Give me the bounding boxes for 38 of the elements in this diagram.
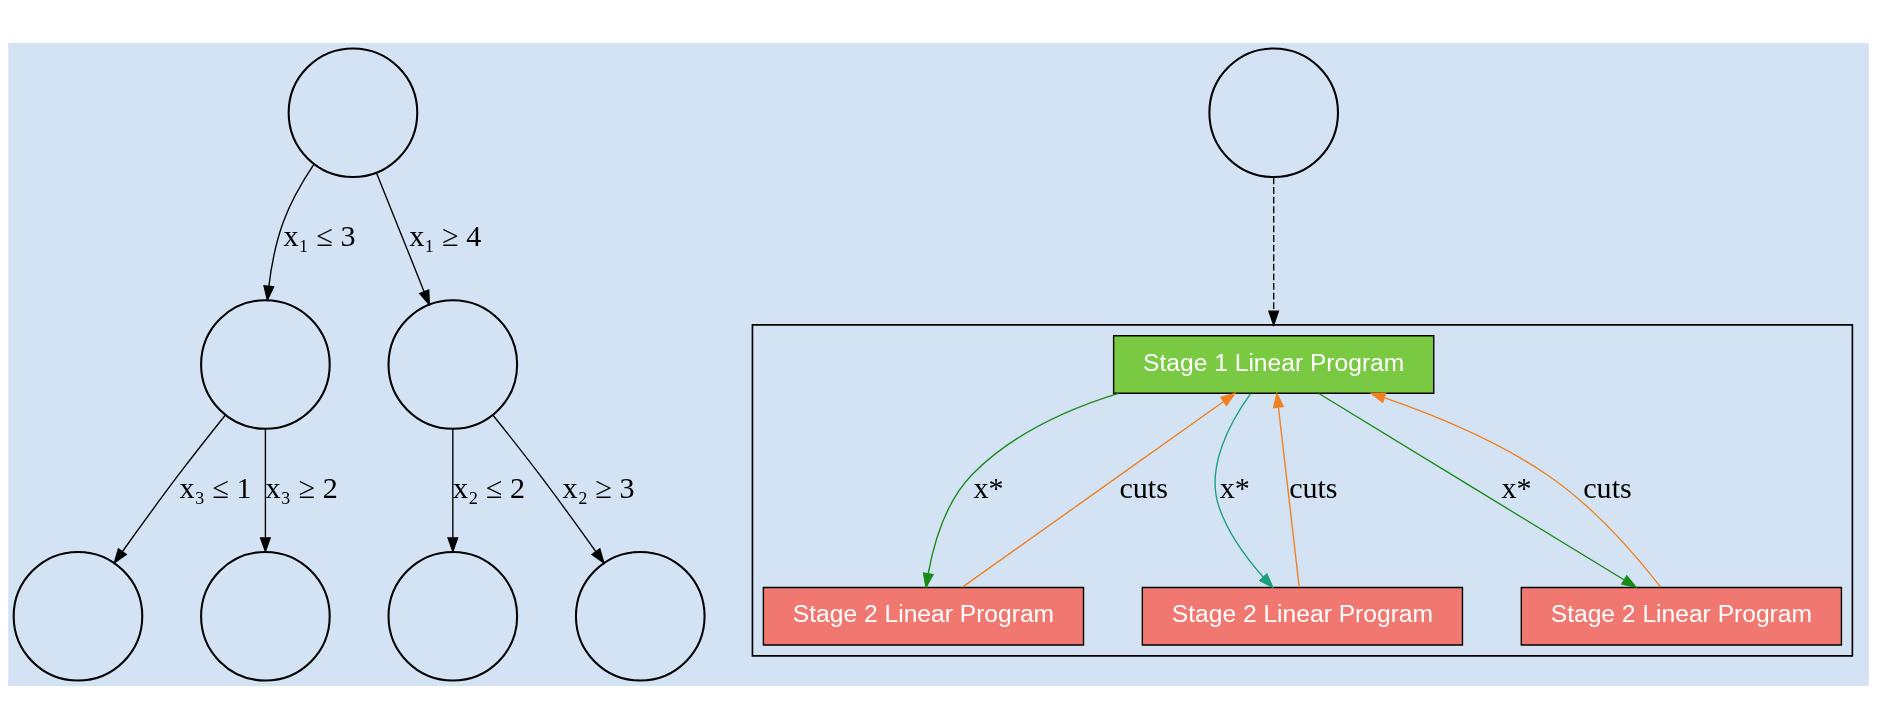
arrow [375, 171, 431, 306]
edge-label: x₂ ≥ 3 [562, 470, 635, 505]
cluster [751, 323, 1854, 657]
edge-label: x* [1219, 470, 1250, 505]
node-box: Stage 1 Linear Program [1112, 334, 1435, 394]
arrow [1318, 392, 1638, 588]
edge-label: cuts [1119, 470, 1168, 505]
arrow [447, 428, 459, 554]
edge-label: x₁ ≥ 4 [409, 218, 482, 253]
node-box: Stage 2 Linear Program [1141, 586, 1464, 646]
edge-label: x₁ ≤ 3 [283, 218, 356, 253]
arrow [263, 163, 315, 302]
edge-label: x* [1501, 470, 1532, 505]
node-circle [1208, 46, 1339, 178]
node-box: Stage 2 Linear Program [1520, 586, 1843, 646]
edge-label: x₂ ≤ 2 [453, 470, 526, 505]
arrow [1272, 390, 1300, 588]
node-circle [287, 46, 419, 178]
arrow [961, 391, 1237, 588]
arrow [922, 392, 1120, 589]
edge-label: cuts [1289, 470, 1338, 505]
edge-label: cuts [1583, 470, 1632, 505]
node-box: Stage 2 Linear Program [762, 586, 1085, 646]
arrow [1214, 392, 1275, 589]
arrow [259, 428, 272, 554]
node-circle [200, 550, 331, 682]
node-circle [12, 550, 144, 682]
node-circle [200, 298, 331, 430]
edge-label: x* [973, 470, 1004, 505]
arrow [1369, 391, 1662, 588]
arrow [113, 413, 227, 565]
edge-label: x₃ ≥ 2 [265, 470, 338, 505]
edge-label: x₃ ≤ 1 [179, 470, 252, 505]
arrow [492, 413, 606, 565]
node-circle [387, 298, 519, 430]
node-circle [574, 550, 706, 682]
node-circle [387, 550, 519, 682]
arrow [1267, 176, 1280, 327]
